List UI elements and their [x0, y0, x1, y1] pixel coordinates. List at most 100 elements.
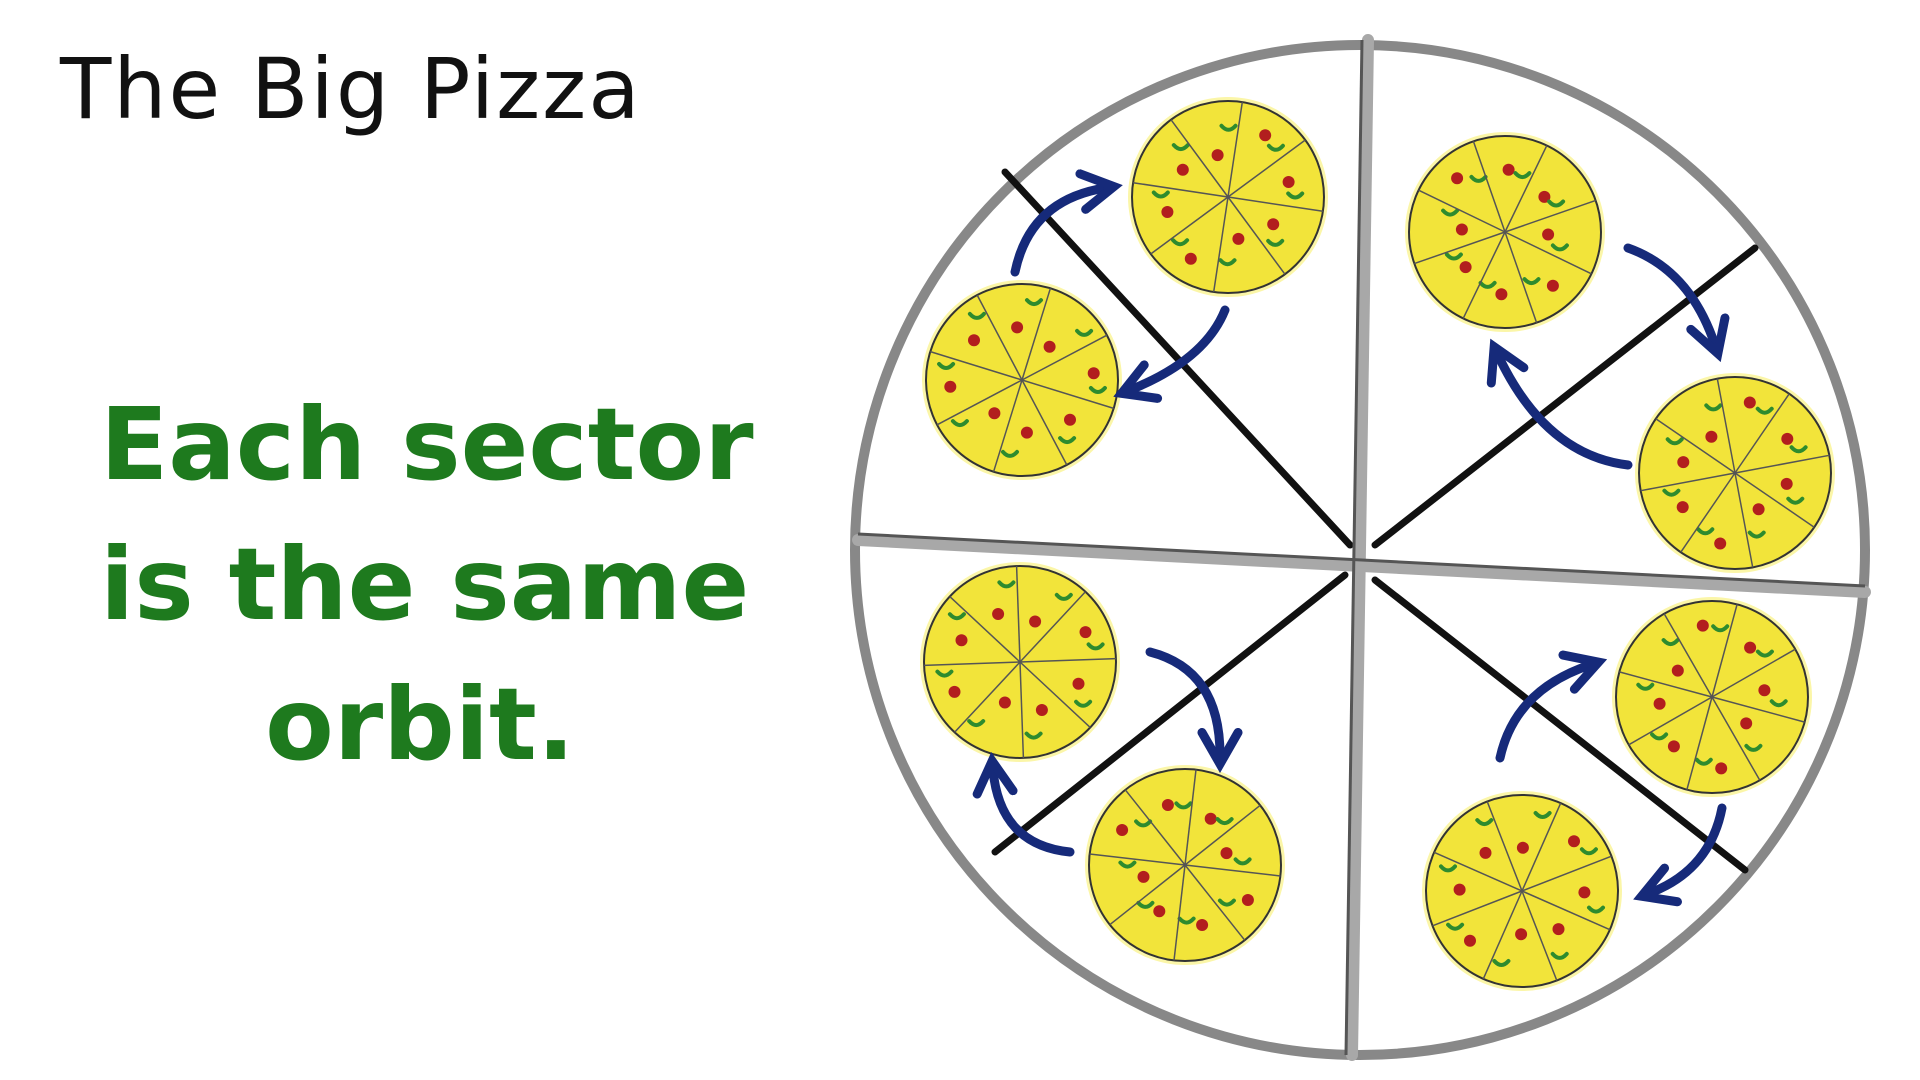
basil-leaf	[1233, 857, 1252, 866]
small-pizzas	[920, 97, 1835, 991]
pepperoni	[1241, 894, 1254, 906]
slice-cut	[1640, 472, 1736, 492]
basil-leaf	[1662, 488, 1681, 497]
basil-leaf	[1024, 731, 1043, 740]
caption-line: is the same	[100, 526, 750, 643]
pepperoni	[1043, 340, 1056, 353]
pepperoni	[1780, 477, 1793, 490]
slice-cut	[936, 379, 1023, 426]
basil-leaf	[1694, 757, 1713, 766]
basil-leaf	[1151, 190, 1170, 199]
pepperoni	[1671, 664, 1684, 677]
pepperoni	[1211, 149, 1224, 162]
slice-cut	[1021, 379, 1068, 466]
slice-cut	[1711, 604, 1738, 698]
slice-cut	[1227, 196, 1324, 213]
slice-cut	[1170, 119, 1229, 198]
pepperoni	[1516, 841, 1529, 854]
pepperoni	[1495, 288, 1508, 301]
basil-leaf	[1177, 916, 1196, 925]
pepperoni	[1740, 717, 1753, 730]
basil-leaf	[1074, 699, 1093, 708]
basil-leaf	[1513, 171, 1532, 180]
slice-cut	[924, 661, 1021, 667]
slice-cut	[1504, 145, 1548, 233]
pepperoni	[1259, 129, 1272, 142]
basil-leaf	[1171, 238, 1190, 247]
orbit-arrow	[1486, 338, 1633, 470]
sector-dividers	[852, 34, 1871, 1061]
slice-cut	[1021, 288, 1052, 381]
pepperoni	[1204, 812, 1217, 825]
basil-leaf	[967, 311, 986, 320]
pepperoni	[1578, 886, 1591, 899]
basil-leaf	[937, 362, 956, 370]
slice-cut	[992, 379, 1023, 472]
basil-leaf	[1441, 208, 1460, 217]
pepperoni	[1161, 206, 1174, 218]
pepperoni	[1453, 883, 1466, 896]
slice-cut	[1019, 661, 1091, 728]
slice-cut	[1173, 864, 1186, 961]
pepperoni	[1029, 615, 1042, 628]
slice-cut	[1184, 804, 1261, 866]
slice-cut	[1504, 231, 1592, 275]
orbit-arrow	[1145, 647, 1243, 774]
pepperoni	[948, 685, 961, 698]
page-title: The Big Pizza	[60, 40, 642, 138]
slice-cut	[1711, 648, 1796, 698]
cut-line	[1001, 168, 1354, 549]
small-pizza	[920, 562, 1120, 762]
slice-cut	[1711, 696, 1761, 781]
slice-cut	[1680, 472, 1736, 553]
pepperoni	[1538, 190, 1551, 203]
pepperoni	[1546, 279, 1559, 292]
pepperoni	[1781, 432, 1794, 445]
pepperoni	[1715, 762, 1728, 775]
slice-cut	[949, 596, 1021, 663]
pepperoni	[1552, 923, 1565, 936]
pepperoni	[1220, 847, 1233, 860]
orbit-arrow	[1010, 169, 1123, 277]
basil-leaf	[1661, 638, 1680, 647]
pepperoni	[1116, 824, 1129, 836]
slice-cut	[1433, 851, 1523, 892]
orbit-arrow	[1633, 803, 1727, 907]
pepperoni	[1568, 835, 1580, 848]
caption-line: Each sector	[100, 386, 754, 503]
pepperoni	[1744, 641, 1757, 654]
orbit-arrow	[972, 752, 1075, 857]
slice-cut	[1414, 231, 1506, 265]
basil-leaf	[1547, 199, 1566, 208]
basil-leaf	[1550, 243, 1569, 252]
pepperoni	[1232, 232, 1245, 245]
slice-cut	[1686, 696, 1713, 790]
basil-leaf	[1704, 403, 1723, 412]
pepperoni	[1502, 163, 1515, 176]
basil-leaf	[1478, 280, 1497, 289]
slice-cut	[1019, 657, 1116, 663]
small-pizza	[1128, 97, 1328, 297]
small-pizza	[1635, 373, 1835, 573]
horizontal-divider-edge	[857, 532, 1866, 588]
pepperoni	[1479, 846, 1492, 859]
basil-leaf	[1136, 900, 1155, 909]
caption-line: orbit.	[265, 666, 575, 783]
slice-cut	[1227, 101, 1244, 198]
small-pizza	[1085, 765, 1285, 965]
pepperoni	[1020, 426, 1033, 439]
slice-cut	[1521, 855, 1612, 892]
slice-cut	[1521, 802, 1562, 892]
slice-cut	[1227, 139, 1306, 198]
basil-leaf	[1088, 386, 1107, 394]
slice-cut	[1628, 696, 1713, 746]
pepperoni	[1035, 704, 1048, 716]
slice-cut	[1089, 853, 1186, 866]
basil-leaf	[1744, 743, 1763, 752]
pepperoni	[1196, 919, 1209, 931]
basil-leaf	[1579, 847, 1598, 856]
horizontal-divider	[852, 534, 1871, 598]
pepperoni	[1455, 223, 1468, 236]
pepperoni	[1696, 619, 1709, 632]
basil-leaf	[1769, 699, 1788, 708]
